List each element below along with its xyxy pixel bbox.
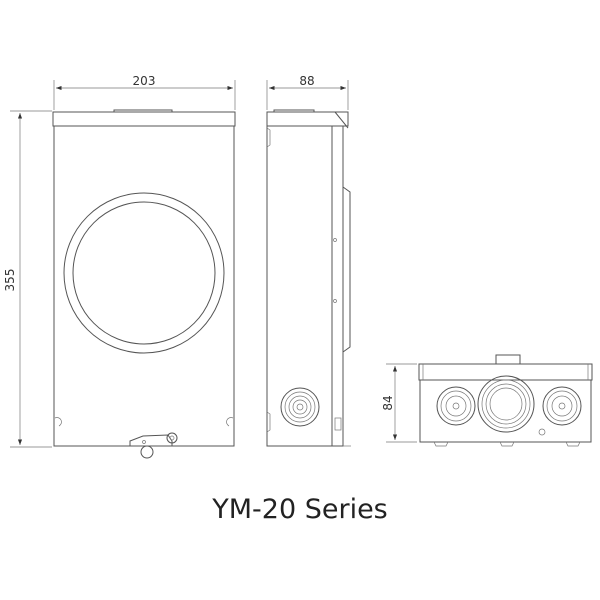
latch bbox=[129, 432, 178, 459]
series-title: YM-20 Series bbox=[212, 494, 388, 525]
knockout-center bbox=[477, 375, 535, 433]
depth-label: 88 bbox=[299, 74, 314, 88]
meter-opening-outer bbox=[63, 192, 225, 354]
dimension-bottom-height: 84 bbox=[381, 363, 417, 443]
side-view bbox=[266, 109, 351, 447]
bottom-view bbox=[418, 354, 593, 447]
dimension-width: 203 bbox=[53, 74, 236, 110]
meter-opening-inner bbox=[72, 201, 216, 345]
dimension-height: 355 bbox=[3, 110, 52, 448]
height-label: 355 bbox=[3, 269, 17, 292]
dimension-depth: 88 bbox=[266, 74, 349, 110]
knockout-right bbox=[542, 386, 582, 426]
front-view bbox=[52, 109, 236, 459]
width-label: 203 bbox=[133, 74, 156, 88]
bottom-height-label: 84 bbox=[381, 395, 395, 410]
knockout-side bbox=[280, 387, 320, 427]
knockout-left bbox=[436, 386, 476, 426]
